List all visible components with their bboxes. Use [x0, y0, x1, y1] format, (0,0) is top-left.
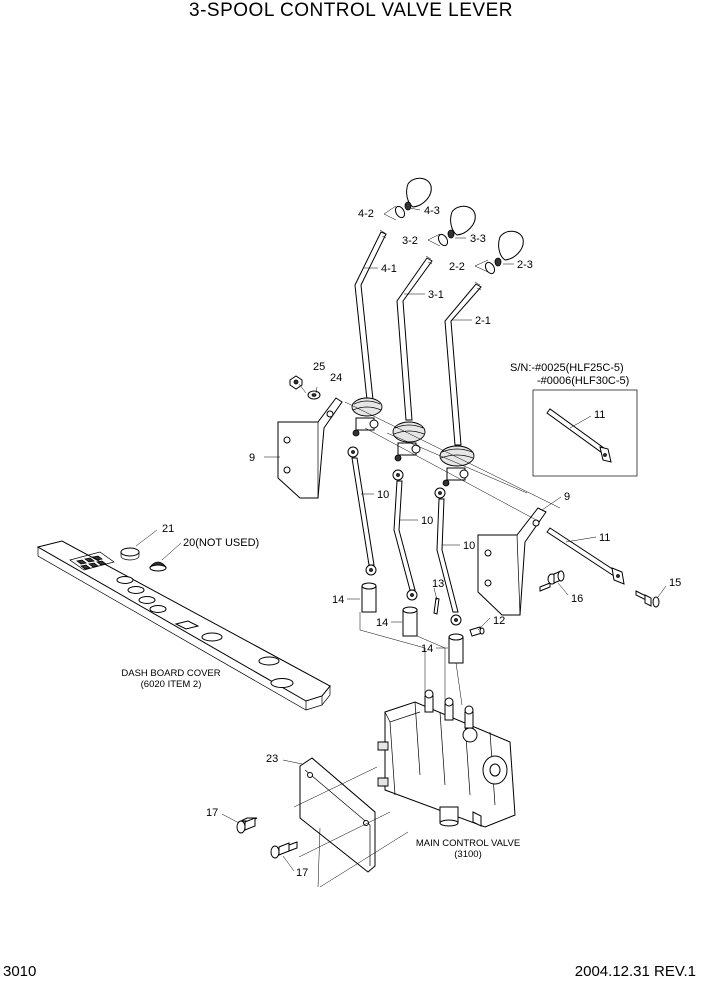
- rod-10-b: [392, 469, 418, 601]
- revision-date: 2004.12.31 REV.1: [574, 963, 696, 980]
- callout-14-a: 14: [332, 594, 344, 606]
- callout-3-2: 3-2: [402, 235, 418, 247]
- callout-20: 20(NOT USED): [183, 537, 259, 549]
- main-control-valve: [377, 689, 516, 828]
- bolt-12: [469, 626, 485, 637]
- callout-labels: 4-2 4-3 3-2 3-3 2-2 2-3 4-1 3-1 2-1 25 2…: [121, 205, 681, 879]
- callout-17-lower: 17: [296, 867, 308, 879]
- bolt-15: [635, 590, 660, 608]
- callout-13: 13: [432, 578, 444, 590]
- callout-3-3: 3-3: [470, 233, 486, 245]
- boot-3: [392, 421, 426, 462]
- boot-2: [439, 445, 475, 487]
- callout-23: 23: [266, 753, 278, 765]
- callout-16: 16: [571, 593, 583, 605]
- callout-17-upper: 17: [206, 807, 218, 819]
- bracket-9-right: [477, 507, 547, 616]
- knob-2: [484, 230, 524, 275]
- washer-24: [307, 390, 321, 400]
- dashboard-note-line1: DASH BOARD COVER: [121, 668, 220, 679]
- callout-11: 11: [599, 532, 610, 544]
- page-title: 3-SPOOL CONTROL VALVE LEVER: [189, 0, 513, 21]
- serial-note-line1: S/N:-#0025(HLF25C-5): [510, 362, 624, 374]
- bolt-17-upper: [236, 817, 258, 834]
- callout-4-2: 4-2: [358, 208, 374, 220]
- dashboard-note-line2: (6020 ITEM 2): [141, 679, 202, 690]
- serial-inset-box: [532, 389, 638, 477]
- callout-24: 24: [330, 372, 342, 384]
- bolt-17-lower: [270, 841, 298, 859]
- callout-2-2: 2-2: [449, 261, 465, 273]
- rod-10-a: [347, 446, 377, 576]
- bolt-16: [539, 570, 565, 592]
- callout-14-c: 14: [421, 643, 433, 655]
- callout-14-b: 14: [376, 617, 388, 629]
- joint-14-b: [402, 606, 418, 637]
- bracket-9-left: [277, 397, 343, 499]
- callout-2-3: 2-3: [517, 259, 533, 271]
- callout-10-a: 10: [377, 489, 389, 501]
- callout-10-b: 10: [421, 515, 433, 527]
- callout-10-c: 10: [463, 540, 475, 552]
- callout-21: 21: [162, 523, 174, 535]
- callout-2-1: 2-1: [475, 315, 491, 327]
- knob-3: [437, 205, 476, 247]
- grommet-21: [120, 547, 140, 561]
- pin-13: [433, 597, 440, 615]
- lever-2-1: [444, 281, 482, 446]
- plate-23: [299, 757, 376, 873]
- callout-15: 15: [669, 577, 681, 589]
- callout-25: 25: [313, 361, 325, 373]
- valve-note-line2: (3100): [454, 849, 481, 860]
- callout-4-1: 4-1: [381, 263, 397, 275]
- callout-9-left: 9: [249, 452, 255, 464]
- rod-10-c: [434, 487, 462, 626]
- joint-14-a: [361, 582, 377, 613]
- valve-note-line1: MAIN CONTROL VALVE: [416, 838, 520, 849]
- page-number: 3010: [3, 963, 37, 980]
- grommet-20: [149, 561, 167, 572]
- knob-4: [394, 177, 432, 219]
- lever-3-1: [396, 255, 433, 421]
- serial-note-line2: -#0006(HLF30C-5): [537, 375, 629, 387]
- dashboard-cover: [36, 540, 331, 711]
- boot-4: [351, 397, 383, 437]
- callout-4-3: 4-3: [424, 205, 440, 217]
- joint-14-c: [448, 633, 464, 664]
- leader-lines: [135, 205, 667, 888]
- callout-3-1: 3-1: [428, 289, 444, 301]
- callout-11-inset: 11: [594, 409, 605, 421]
- nut-25: [289, 375, 303, 390]
- callout-9-right: 9: [564, 491, 570, 503]
- rod-11-main: [546, 527, 625, 585]
- callout-12: 12: [493, 615, 505, 627]
- lever-4-1: [354, 229, 387, 401]
